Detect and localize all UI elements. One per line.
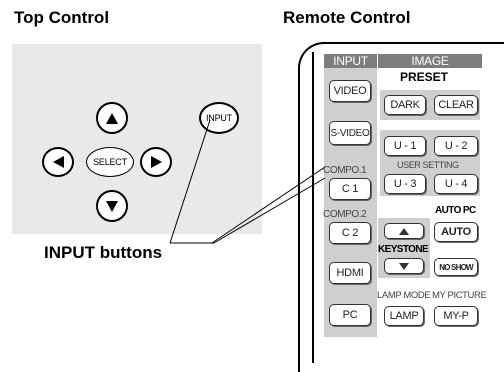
keystone-label: KEYSTONE bbox=[378, 244, 429, 255]
no-show-button[interactable]: NO SHOW bbox=[434, 258, 478, 276]
u1-button[interactable]: U - 1 bbox=[384, 136, 426, 156]
clear-label: CLEAR bbox=[438, 99, 474, 111]
top-control-heading: Top Control bbox=[14, 8, 110, 27]
u3-button[interactable]: U - 3 bbox=[384, 174, 426, 194]
image-header: IMAGE bbox=[378, 54, 482, 68]
clear-button[interactable]: CLEAR bbox=[434, 95, 478, 115]
pc-label: PC bbox=[342, 309, 358, 321]
input-button-top[interactable]: INPUT bbox=[199, 102, 239, 134]
right-arrow-icon bbox=[150, 156, 162, 168]
callout-line-remote-upper bbox=[211, 166, 326, 244]
compo2-label: COMPO.2 bbox=[323, 209, 367, 220]
select-label: SELECT bbox=[93, 157, 127, 167]
callout-line-remote-lower bbox=[213, 177, 326, 244]
hdmi-button[interactable]: HDMI bbox=[329, 262, 371, 284]
up-button[interactable] bbox=[96, 102, 128, 134]
my-p-button[interactable]: MY-P bbox=[434, 306, 478, 326]
user-setting-label: USER SETTING bbox=[397, 160, 459, 170]
lamp-button[interactable]: LAMP bbox=[384, 306, 424, 326]
u4-button[interactable]: U - 4 bbox=[434, 174, 478, 194]
down-arrow-icon bbox=[106, 200, 118, 212]
no-show-label: NO SHOW bbox=[439, 262, 473, 272]
u3-label: U - 3 bbox=[393, 178, 417, 190]
keystone-down-arrow-icon bbox=[399, 262, 409, 270]
left-button[interactable] bbox=[42, 147, 74, 177]
keystone-up-arrow-icon bbox=[399, 227, 409, 235]
input-header: INPUT bbox=[324, 54, 377, 68]
left-arrow-icon bbox=[52, 156, 64, 168]
video-button[interactable]: VIDEO bbox=[329, 80, 371, 102]
my-picture-label: MY PICTURE bbox=[432, 290, 487, 301]
keystone-up-button[interactable] bbox=[384, 223, 424, 239]
c1-button[interactable]: C 1 bbox=[329, 178, 371, 200]
s-video-button[interactable]: S-VIDEO bbox=[329, 121, 371, 145]
pc-button[interactable]: PC bbox=[329, 304, 371, 326]
lamp-mode-label: LAMP MODE bbox=[377, 290, 431, 301]
input-buttons-caption: INPUT buttons bbox=[44, 243, 163, 262]
auto-pc-label: AUTO PC bbox=[435, 205, 476, 216]
preset-label: PRESET bbox=[400, 70, 449, 84]
u2-label: U - 2 bbox=[444, 140, 468, 152]
auto-button[interactable]: AUTO bbox=[434, 222, 478, 242]
down-button[interactable] bbox=[96, 190, 128, 222]
keystone-down-button[interactable] bbox=[384, 258, 424, 274]
hdmi-label: HDMI bbox=[336, 267, 364, 279]
top-control-panel: SELECT INPUT bbox=[12, 44, 262, 234]
image-header-label: IMAGE bbox=[411, 54, 449, 68]
video-label: VIDEO bbox=[333, 85, 367, 97]
dark-label: DARK bbox=[390, 99, 420, 111]
up-arrow-icon bbox=[106, 112, 118, 124]
u2-button[interactable]: U - 2 bbox=[434, 136, 478, 156]
input-header-label: INPUT bbox=[333, 54, 368, 68]
s-video-label: S-VIDEO bbox=[330, 127, 370, 139]
compo1-label: COMPO.1 bbox=[323, 165, 367, 176]
lamp-label: LAMP bbox=[389, 310, 419, 322]
callout-line-top bbox=[169, 119, 211, 244]
my-p-label: MY-P bbox=[443, 310, 469, 322]
c2-label: C 2 bbox=[341, 227, 359, 239]
select-button[interactable]: SELECT bbox=[86, 147, 134, 177]
remote-inner-edge bbox=[312, 52, 314, 363]
c2-button[interactable]: C 2 bbox=[329, 222, 371, 244]
c1-label: C 1 bbox=[341, 183, 359, 195]
input-label-top: INPUT bbox=[205, 113, 232, 123]
right-button[interactable] bbox=[140, 147, 172, 177]
dark-button[interactable]: DARK bbox=[384, 95, 426, 115]
callout-lines bbox=[169, 119, 326, 244]
remote-control-heading: Remote Control bbox=[283, 8, 411, 27]
u4-label: U - 4 bbox=[444, 178, 468, 190]
auto-label: AUTO bbox=[441, 226, 471, 238]
u1-label: U - 1 bbox=[393, 140, 417, 152]
